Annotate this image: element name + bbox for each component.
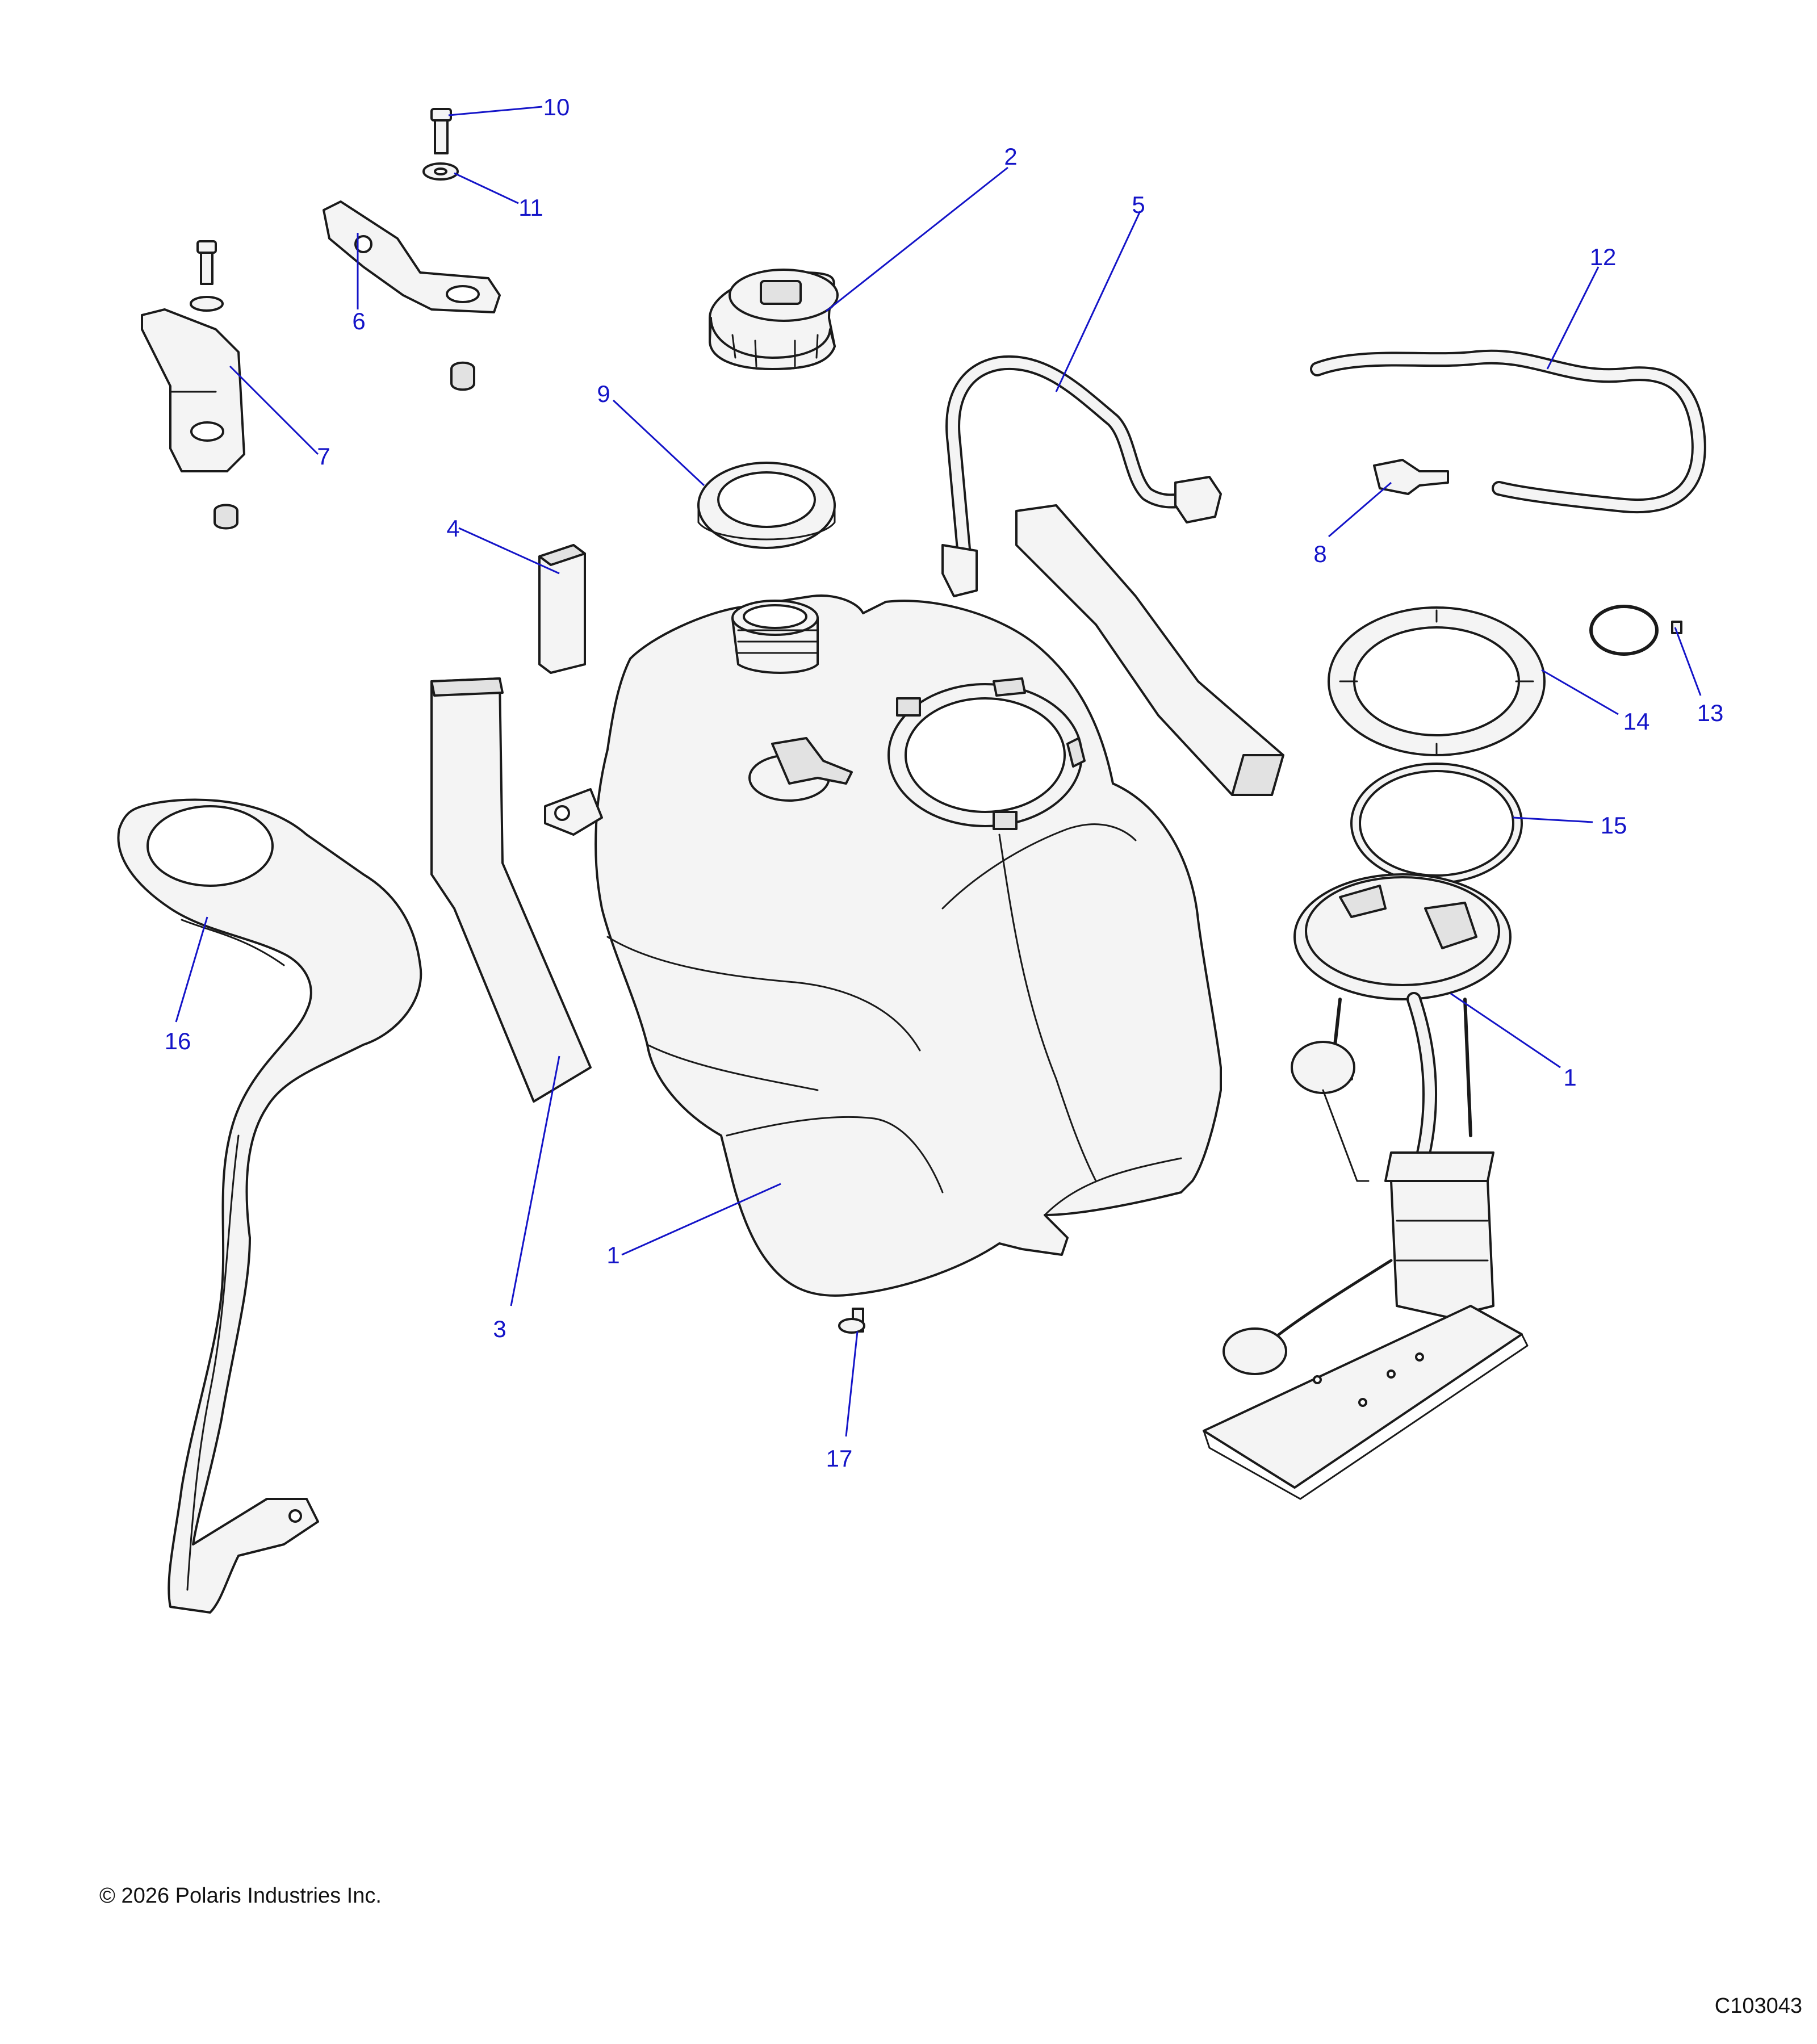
callout-3: 3 (493, 1316, 506, 1342)
callout-17: 17 (826, 1445, 853, 1472)
foam-strip-left (430, 677, 592, 1103)
foam-pad-small (538, 544, 586, 674)
fuel-hose (1310, 349, 1706, 514)
callout-8: 8 (1313, 541, 1326, 567)
callout-11: 11 (518, 194, 543, 221)
bolt-17 (838, 1308, 865, 1334)
copyright-notice: © 2026 Polaris Industries Inc. (99, 1884, 382, 1908)
vent-line (941, 355, 1222, 597)
heat-shield (117, 798, 422, 1614)
leader-lines (175, 106, 1702, 1437)
callout-9: 9 (597, 380, 610, 407)
callout-12: 12 (1590, 244, 1617, 270)
mounting-bracket-lower (141, 240, 245, 530)
mounting-bracket-upper (323, 200, 501, 391)
callout-2: 2 (1004, 143, 1017, 170)
fuel-cap (709, 269, 839, 370)
callout-labels: 1 2 3 4 5 6 7 8 9 10 11 12 13 14 15 16 1… (165, 94, 1724, 1472)
callout-14: 14 (1623, 708, 1650, 735)
hose-connector (1373, 459, 1449, 495)
figure-id: C103043 (1714, 1994, 1802, 2018)
fuel-tank (544, 594, 1222, 1297)
callout-5: 5 (1132, 191, 1145, 218)
bolt-10 (430, 108, 452, 154)
callout-15: 15 (1601, 812, 1627, 839)
foam-strip-right (1015, 504, 1284, 796)
pump-lock-ring (1328, 606, 1546, 756)
callout-1-pump: 1 (1563, 1064, 1576, 1091)
callout-6: 6 (352, 308, 365, 334)
filler-gasket (697, 462, 836, 549)
hose-clamp (1589, 605, 1682, 656)
callout-4: 4 (446, 515, 459, 542)
callout-10: 10 (543, 94, 570, 120)
callout-1-tank: 1 (606, 1242, 619, 1268)
callout-7: 7 (317, 443, 330, 470)
callout-13: 13 (1697, 700, 1724, 726)
callout-16: 16 (165, 1028, 191, 1054)
pump-seal (1350, 763, 1523, 884)
washer-11 (422, 162, 459, 181)
fuel-pump-assembly (1203, 873, 1529, 1500)
